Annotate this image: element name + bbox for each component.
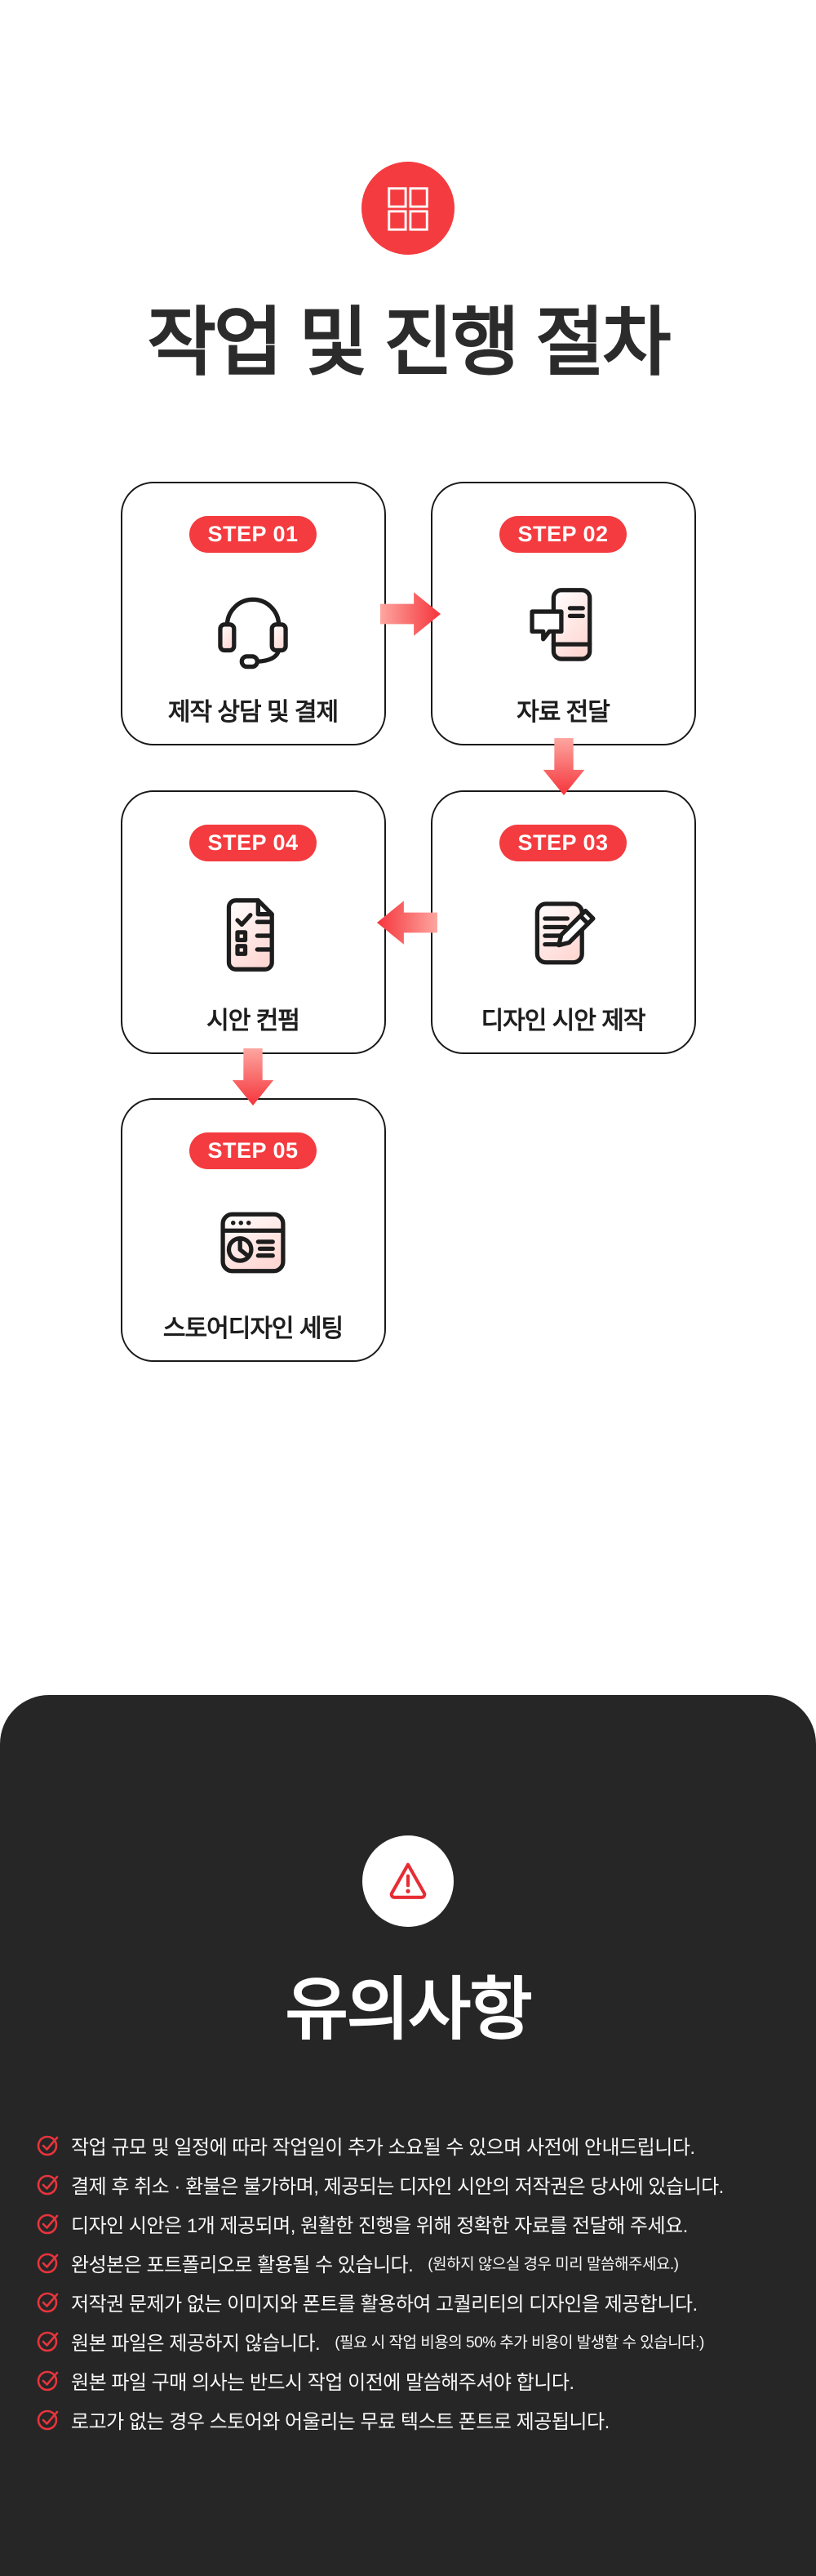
- notice-item: 완성본은 포트폴리오로 활용될 수 있습니다. (원하지 않으실 경우 미리 말씀…: [37, 2243, 792, 2282]
- check-circle-icon: [37, 2173, 60, 2196]
- notice-subtext: (필요 시 작업 비용의 50% 추가 비용이 발생할 수 있습니다.): [335, 2334, 704, 2351]
- page: 작업 및 진행 절차 STEP 01 제작 상담 및 결제: [0, 162, 816, 2576]
- check-circle-icon: [37, 2329, 60, 2352]
- check-circle-icon: [37, 2369, 60, 2391]
- notice-item: 원본 파일은 제공하지 않습니다. (필요 시 작업 비용의 50% 추가 비용이…: [37, 2321, 792, 2360]
- step-label: 디자인 시안 제작: [481, 1007, 646, 1034]
- notice-section: 유의사항 작업 규모 및 일정에 따라 작업일이 추가 소요될 수 있으며 사전…: [0, 1695, 816, 2576]
- step-card-02: STEP 02 자료 전달: [430, 481, 696, 745]
- notice-text: 로고가 없는 경우 스토어와 어울리는 무료 텍스트 폰트로 제공됩니다.: [71, 2410, 610, 2433]
- notice-text: 작업 규모 및 일정에 따라 작업일이 추가 소요될 수 있으며 사전에 안내드…: [71, 2136, 695, 2159]
- step-card-04: STEP 04 시안 컨펌: [120, 790, 386, 1054]
- step-label: 시안 컨펌: [206, 1007, 300, 1034]
- notice-item: 디자인 시안은 1개 제공되며, 원활한 진행을 위해 정확한 자료를 전달해 …: [37, 2204, 792, 2243]
- step-label: 스토어디자인 세팅: [162, 1315, 344, 1342]
- check-circle-icon: [37, 2133, 60, 2156]
- note-pencil-icon: [516, 881, 610, 989]
- notice-text: 완성본은 포트폴리오로 활용될 수 있습니다.: [71, 2253, 414, 2276]
- arrow-down-icon: [226, 1048, 280, 1106]
- step-label: 자료 전달: [517, 698, 610, 726]
- notice-subtext: (원하지 않으실 경우 미리 말씀해주세요.): [428, 2255, 679, 2273]
- arrow-down-icon: [537, 737, 591, 795]
- headset-icon: [206, 572, 300, 680]
- notice-text: 원본 파일은 제공하지 않습니다.: [71, 2332, 321, 2355]
- phone-chat-icon: [516, 572, 610, 680]
- notice-item: 작업 규모 및 일정에 따라 작업일이 추가 소요될 수 있으며 사전에 안내드…: [37, 2125, 792, 2164]
- notice-item: 저작권 문제가 없는 이미지와 폰트를 활용하여 고퀄리티의 디자인을 제공합니…: [37, 2282, 792, 2321]
- notice-item: 원본 파일 구매 의사는 반드시 작업 이전에 말씀해주셔야 합니다.: [37, 2360, 792, 2400]
- browser-chart-icon: [206, 1189, 300, 1297]
- notice-list: 작업 규모 및 일정에 따라 작업일이 추가 소요될 수 있으며 사전에 안내드…: [0, 2125, 816, 2439]
- notice-title: 유의사항: [285, 1971, 532, 2048]
- arrow-left-icon: [376, 895, 437, 950]
- step-badge: STEP 02: [499, 515, 627, 553]
- grid-icon: [361, 162, 455, 255]
- notice-text: 저작권 문제가 없는 이미지와 폰트를 활용하여 고퀄리티의 디자인을 제공합니…: [71, 2293, 698, 2316]
- step-badge: STEP 01: [189, 515, 317, 553]
- warning-triangle-icon: [362, 1835, 454, 1927]
- page-title: 작업 및 진행 절차: [147, 301, 671, 385]
- check-circle-icon: [37, 2290, 60, 2313]
- step-badge: STEP 03: [499, 824, 627, 861]
- step-badge: STEP 05: [189, 1132, 317, 1169]
- notice-text: 디자인 시안은 1개 제공되며, 원활한 진행을 위해 정확한 자료를 전달해 …: [71, 2214, 688, 2237]
- check-circle-icon: [37, 2408, 60, 2431]
- notice-item: 로고가 없는 경우 스토어와 어울리는 무료 텍스트 폰트로 제공됩니다.: [37, 2400, 792, 2439]
- notice-text: 원본 파일 구매 의사는 반드시 작업 이전에 말씀해주셔야 합니다.: [71, 2371, 574, 2394]
- check-circle-icon: [37, 2212, 60, 2235]
- step-card-03: STEP 03 디자인 시안 제작: [430, 790, 696, 1054]
- step-card-01: STEP 01 제작 상담 및 결제: [120, 481, 386, 745]
- process-flow: STEP 01 제작 상담 및 결제 STEP 02: [120, 481, 696, 1362]
- notice-item: 결제 후 취소 · 환불은 불가하며, 제공되는 디자인 시안의 저작권은 당사…: [37, 2164, 792, 2204]
- step-card-05: STEP 05 스토어디자인 세팅: [120, 1097, 386, 1362]
- arrow-right-icon: [379, 586, 441, 642]
- notice-text: 결제 후 취소 · 환불은 불가하며, 제공되는 디자인 시안의 저작권은 당사…: [71, 2175, 724, 2198]
- checklist-document-icon: [206, 881, 300, 989]
- step-badge: STEP 04: [189, 824, 317, 861]
- check-circle-icon: [37, 2251, 60, 2274]
- step-label: 제작 상담 및 결제: [167, 698, 339, 726]
